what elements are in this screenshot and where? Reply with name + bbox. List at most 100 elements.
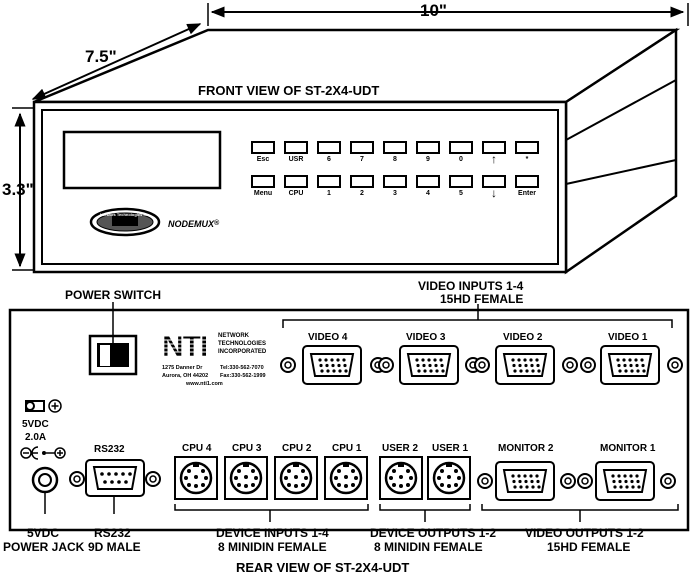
user-port-2[interactable] bbox=[378, 455, 424, 501]
rear-view-title: REAR VIEW OF ST-2X4-UDT bbox=[236, 560, 410, 575]
power-switch[interactable] bbox=[88, 302, 138, 376]
power-spec-current: 2.0A bbox=[25, 432, 47, 443]
video-port-1[interactable] bbox=[600, 345, 660, 385]
user-1-label: USER 1 bbox=[432, 443, 469, 454]
width-label: 10" bbox=[420, 1, 447, 20]
key-label: ↑ bbox=[491, 152, 497, 166]
front-logo-text: Network Technologies Inc bbox=[100, 212, 150, 217]
cpu-port-1[interactable] bbox=[323, 455, 369, 501]
company-name-3: INCORPORATED bbox=[218, 349, 267, 355]
company-name-2: TECHNOLOGIES bbox=[218, 341, 267, 347]
key-button[interactable] bbox=[416, 175, 440, 188]
video-outputs-label-1: VIDEO OUTPUTS 1-2 bbox=[525, 526, 644, 540]
key-label: 1 bbox=[327, 190, 331, 197]
device-outputs-label-1: DEVICE OUTPUTS 1-2 bbox=[370, 526, 497, 540]
cpu-1-label: CPU 1 bbox=[332, 443, 362, 454]
rs232-port[interactable] bbox=[85, 459, 145, 514]
monitor-port-2[interactable] bbox=[495, 461, 555, 501]
key-label: 8 bbox=[393, 156, 397, 163]
key-label: 9 bbox=[426, 156, 430, 163]
key-label: Esc bbox=[256, 156, 270, 163]
key-label: ↓ bbox=[491, 186, 497, 200]
video-4-label: VIDEO 4 bbox=[308, 332, 348, 343]
key-label: 2 bbox=[360, 190, 364, 197]
key-button[interactable] bbox=[482, 175, 506, 188]
video-inputs-sub: 15HD FEMALE bbox=[440, 292, 524, 306]
video-2-label: VIDEO 2 bbox=[503, 332, 543, 343]
key-label: Menu bbox=[253, 190, 273, 197]
key-label: 5 bbox=[459, 190, 463, 197]
key-button[interactable] bbox=[317, 141, 341, 154]
power-plug-icon bbox=[25, 399, 62, 413]
rs232-label-2: 9D MALE bbox=[88, 540, 141, 554]
video-inputs-bracket bbox=[282, 304, 673, 328]
brand-name: NODEMUX® bbox=[168, 219, 220, 229]
key-button[interactable] bbox=[416, 141, 440, 154]
nti-rear-logo: NTI bbox=[160, 330, 216, 363]
video-1-label: VIDEO 1 bbox=[608, 332, 648, 343]
key-button[interactable] bbox=[251, 175, 275, 188]
key-label: 4 bbox=[426, 190, 430, 197]
cpu-port-2[interactable] bbox=[273, 455, 319, 501]
company-tel: Tel:330-562-7070 bbox=[220, 365, 264, 371]
cpu-port-3[interactable] bbox=[223, 455, 269, 501]
key-button[interactable] bbox=[449, 141, 473, 154]
lcd-display bbox=[62, 130, 222, 190]
video-3-label: VIDEO 3 bbox=[406, 332, 446, 343]
key-label: USR bbox=[288, 156, 304, 163]
key-button[interactable] bbox=[251, 141, 275, 154]
cpu-3-label: CPU 3 bbox=[232, 443, 262, 454]
user-port-1[interactable] bbox=[426, 455, 472, 501]
cpu-port-4[interactable] bbox=[173, 455, 219, 501]
power-jack-label-2: POWER JACK bbox=[3, 540, 85, 554]
key-button[interactable] bbox=[350, 175, 374, 188]
video-port-3[interactable] bbox=[399, 345, 459, 385]
video-port-2[interactable] bbox=[495, 345, 555, 385]
company-address-2: Aurora, OH 44202 bbox=[162, 373, 209, 379]
device-inputs-label-1: DEVICE INPUTS 1-4 bbox=[216, 526, 329, 540]
nti-front-logo bbox=[89, 207, 161, 237]
key-button[interactable] bbox=[515, 175, 539, 188]
nti-logo-letters: NTI bbox=[162, 330, 207, 363]
power-jack[interactable] bbox=[31, 466, 59, 514]
video-outputs-label-2: 15HD FEMALE bbox=[547, 540, 631, 554]
user-2-label: USER 2 bbox=[382, 443, 419, 454]
video-outputs-bracket bbox=[481, 504, 679, 522]
power-switch-label: POWER SWITCH bbox=[65, 288, 161, 302]
device-outputs-label-2: 8 MINIDIN FEMALE bbox=[374, 540, 483, 554]
depth-dimension-arrow bbox=[31, 23, 202, 100]
key-label: 3 bbox=[393, 190, 397, 197]
key-label: 0 bbox=[459, 156, 463, 163]
cpu-2-label: CPU 2 bbox=[282, 443, 312, 454]
key-button[interactable] bbox=[449, 175, 473, 188]
key-label: 6 bbox=[327, 156, 331, 163]
key-label: CPU bbox=[288, 190, 304, 197]
key-button[interactable] bbox=[515, 141, 539, 154]
key-button[interactable] bbox=[284, 141, 308, 154]
key-button[interactable] bbox=[383, 175, 407, 188]
video-port-4[interactable] bbox=[302, 345, 362, 385]
key-button[interactable] bbox=[350, 141, 374, 154]
height-label: 3.3" bbox=[2, 180, 34, 199]
rs232-label-1: RS232 bbox=[94, 526, 131, 540]
power-jack-label-1: 5VDC bbox=[27, 526, 60, 540]
front-view-title: FRONT VIEW OF ST-2X4-UDT bbox=[198, 83, 380, 98]
device-outputs-bracket bbox=[379, 504, 471, 522]
company-web: www.nti1.com bbox=[186, 381, 223, 387]
video-inputs-title: VIDEO INPUTS 1-4 bbox=[418, 279, 524, 293]
depth-label: 7.5" bbox=[85, 47, 117, 66]
monitor-1-label: MONITOR 1 bbox=[600, 443, 656, 454]
monitor-port-1[interactable] bbox=[595, 461, 655, 501]
cpu-4-label: CPU 4 bbox=[182, 443, 212, 454]
key-button[interactable] bbox=[383, 141, 407, 154]
company-name-1: NETWORK bbox=[218, 333, 249, 339]
key-button[interactable] bbox=[284, 175, 308, 188]
company-address-1: 1275 Danner Dr bbox=[162, 365, 203, 371]
key-button[interactable] bbox=[482, 141, 506, 154]
rs232-port-label: RS232 bbox=[94, 444, 125, 455]
key-button[interactable] bbox=[317, 175, 341, 188]
monitor-2-label: MONITOR 2 bbox=[498, 443, 554, 454]
polarity-icon bbox=[20, 446, 66, 460]
